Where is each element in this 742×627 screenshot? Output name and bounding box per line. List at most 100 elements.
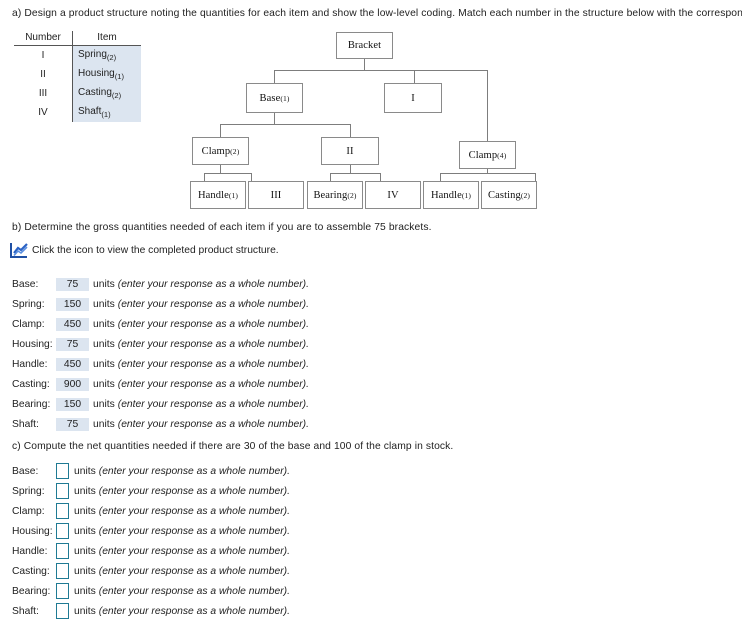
net-input-shaft[interactable] <box>56 603 69 619</box>
net-row-spring: Spring: units (enter your response as a … <box>12 483 290 499</box>
gross-hint-shaft: (enter your response as a whole number). <box>117 419 309 430</box>
net-hint-casting: (enter your response as a whole number). <box>98 565 290 577</box>
row-item-name: Housing <box>78 68 115 79</box>
net-units-shaft: units <box>74 605 96 617</box>
gross-value-base[interactable]: 75 <box>56 278 89 291</box>
net-label-shaft: Shaft: <box>12 605 39 617</box>
gross-row-clamp: Clamp: 450 units (enter your response as… <box>12 318 309 331</box>
row-item: Spring(2) <box>72 45 141 65</box>
net-label-housing: Housing: <box>12 525 53 537</box>
column-header-number: Number <box>14 31 73 46</box>
gross-row-bearing: Bearing: 150 units (enter your response … <box>12 398 309 411</box>
net-input-bearing[interactable] <box>56 583 69 599</box>
gross-hint-spring: (enter your response as a whole number). <box>117 299 309 310</box>
gross-value-bearing[interactable]: 150 <box>56 398 89 411</box>
net-row-casting: Casting: units (enter your response as a… <box>12 563 290 579</box>
connector-base-bus <box>220 124 350 125</box>
gross-value-clamp[interactable]: 450 <box>56 318 89 331</box>
connector-to-clamp-4 <box>487 70 488 141</box>
net-label-casting: Casting: <box>12 565 50 577</box>
net-input-spring[interactable] <box>56 483 69 499</box>
tree-node-qty: (1) <box>461 190 472 200</box>
column-header-item: Item <box>72 31 141 46</box>
tree-node-label: Bearing <box>313 189 348 201</box>
view-structure-label[interactable]: Click the icon to view the completed pro… <box>32 245 279 256</box>
question-b-text: b) Determine the gross quantities needed… <box>12 222 432 233</box>
connector-to-roman-i <box>414 70 415 83</box>
tree-node-handle-1: Handle(1) <box>190 181 246 209</box>
question-a-text: a) Design a product structure noting the… <box>12 8 742 19</box>
net-input-handle[interactable] <box>56 543 69 559</box>
connector-clamp4-stem <box>487 169 488 173</box>
connector-bracket-stem <box>364 59 365 70</box>
tree-node-bracket: Bracket <box>336 32 393 59</box>
tree-node-base: Base(1) <box>246 83 303 113</box>
row-item-name: Shaft <box>78 106 102 117</box>
gross-units-clamp: units <box>93 319 115 330</box>
gross-row-casting: Casting: 900 units (enter your response … <box>12 378 309 391</box>
net-units-bearing: units <box>74 585 96 597</box>
tree-node-qty: (1) <box>280 93 290 103</box>
row-number: IV <box>38 107 48 118</box>
line-chart-icon[interactable] <box>10 243 28 258</box>
gross-hint-housing: (enter your response as a whole number). <box>117 339 309 350</box>
net-input-base[interactable] <box>56 463 69 479</box>
row-item-qty: (1) <box>114 72 124 81</box>
low-level-code-table: Number Item I Spring(2) II Housing(1) II… <box>14 31 141 122</box>
net-hint-spring: (enter your response as a whole number). <box>98 485 290 497</box>
net-hint-clamp: (enter your response as a whole number). <box>98 505 290 517</box>
tree-node-label: II <box>346 145 354 157</box>
product-structure-tree: Bracket Base(1) I Clamp(2) II Clamp(4) <box>190 28 550 210</box>
tree-node-label: III <box>270 189 282 201</box>
table-header-row: Number Item <box>14 31 141 46</box>
net-row-housing: Housing: units (enter your response as a… <box>12 523 290 539</box>
gross-value-handle[interactable]: 450 <box>56 358 89 371</box>
tree-node-roman-iii: III <box>248 181 304 209</box>
tree-node-label: IV <box>387 189 399 201</box>
tree-node-qty: (2) <box>347 190 357 200</box>
gross-hint-handle: (enter your response as a whole number). <box>117 359 309 370</box>
gross-row-housing: Housing: 75 units (enter your response a… <box>12 338 309 351</box>
row-item-name: Casting <box>78 87 112 98</box>
tree-node-qty: (2) <box>230 146 240 156</box>
tree-node-roman-ii: II <box>321 137 379 165</box>
net-input-housing[interactable] <box>56 523 69 539</box>
gross-row-spring: Spring: 150 units (enter your response a… <box>12 298 309 311</box>
row-item-qty: (1) <box>101 110 111 119</box>
net-hint-shaft: (enter your response as a whole number). <box>98 605 290 617</box>
row-item-qty: (2) <box>106 53 117 62</box>
row-item: Casting(2) <box>72 84 141 103</box>
net-input-clamp[interactable] <box>56 503 69 519</box>
net-label-base: Base: <box>12 465 39 477</box>
net-row-shaft: Shaft: units (enter your response as a w… <box>12 603 290 619</box>
tree-node-label: Handle <box>430 189 462 201</box>
gross-units-base: units <box>93 279 115 290</box>
view-structure-link[interactable]: Click the icon to view the completed pro… <box>10 243 279 258</box>
gross-value-shaft[interactable]: 75 <box>56 418 89 431</box>
tree-node-qty: (4) <box>497 150 507 160</box>
tree-node-qty: (1) <box>228 190 239 200</box>
connector-to-roman-ii <box>350 124 351 137</box>
gross-label-spring: Spring: <box>12 299 45 310</box>
net-row-handle: Handle: units (enter your response as a … <box>12 543 290 559</box>
gross-units-casting: units <box>93 379 115 390</box>
connector-to-base <box>274 70 275 83</box>
question-c-text: c) Compute the net quantities needed if … <box>12 441 454 452</box>
gross-row-handle: Handle: 450 units (enter your response a… <box>12 358 309 371</box>
net-label-spring: Spring: <box>12 485 45 497</box>
gross-units-housing: units <box>93 339 115 350</box>
gross-units-shaft: units <box>93 419 115 430</box>
row-number: III <box>38 88 48 99</box>
gross-row-shaft: Shaft: 75 units (enter your response as … <box>12 418 309 431</box>
connector-to-handle-2 <box>440 173 441 181</box>
gross-value-spring[interactable]: 150 <box>56 298 89 311</box>
gross-hint-base: (enter your response as a whole number). <box>117 279 309 290</box>
net-hint-base: (enter your response as a whole number). <box>98 465 290 477</box>
tree-node-roman-iv: IV <box>365 181 421 209</box>
net-units-base: units <box>74 465 96 477</box>
gross-value-housing[interactable]: 75 <box>56 338 89 351</box>
gross-hint-casting: (enter your response as a whole number). <box>117 379 309 390</box>
net-input-casting[interactable] <box>56 563 69 579</box>
tree-node-bearing: Bearing(2) <box>307 181 363 209</box>
gross-value-casting[interactable]: 900 <box>56 378 89 391</box>
